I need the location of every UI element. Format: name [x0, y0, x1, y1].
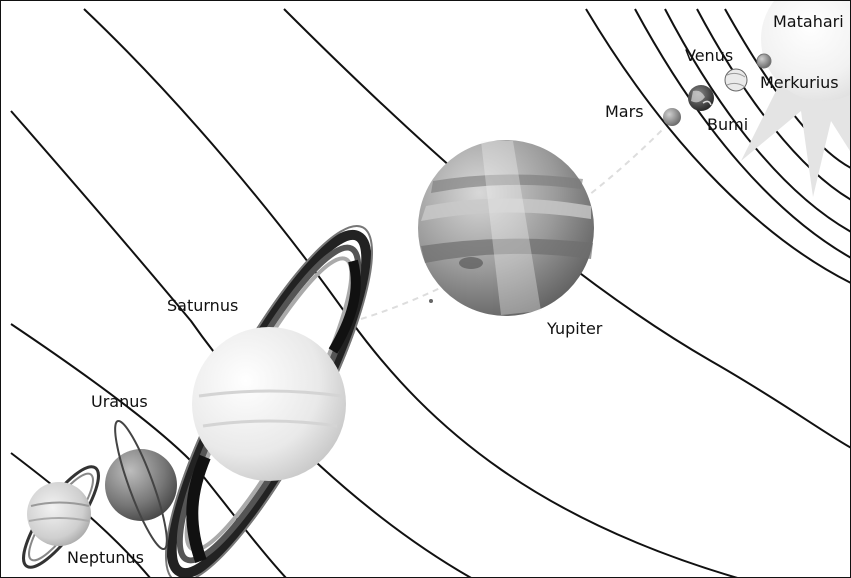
label-jupiter: Yupiter [547, 319, 603, 338]
orbit-6 [283, 8, 850, 449]
label-earth: Bumi [707, 115, 749, 134]
orbit-5 [585, 8, 850, 284]
jupiter [418, 140, 594, 316]
mercury [756, 53, 772, 69]
label-mars: Mars [605, 102, 644, 121]
label-sun: Matahari [773, 12, 844, 31]
label-venus: Venus [685, 46, 734, 65]
orbit-4 [634, 8, 850, 259]
label-saturn: Saturnus [167, 296, 239, 315]
label-mercury: Merkurius [760, 73, 839, 92]
earth [688, 85, 714, 111]
saturn [164, 224, 374, 577]
mars [663, 108, 681, 126]
sun [741, 1, 850, 197]
saturn-body [192, 327, 346, 481]
orbit-9 [10, 323, 287, 577]
neptune [22, 465, 100, 569]
venus [724, 68, 748, 92]
label-uranus: Uranus [91, 392, 148, 411]
jupiter-ring-trail [360, 128, 664, 320]
uranus [105, 419, 177, 551]
sun-body [761, 1, 850, 101]
orbit-8 [10, 110, 472, 577]
label-neptune: Neptunus [67, 548, 144, 567]
